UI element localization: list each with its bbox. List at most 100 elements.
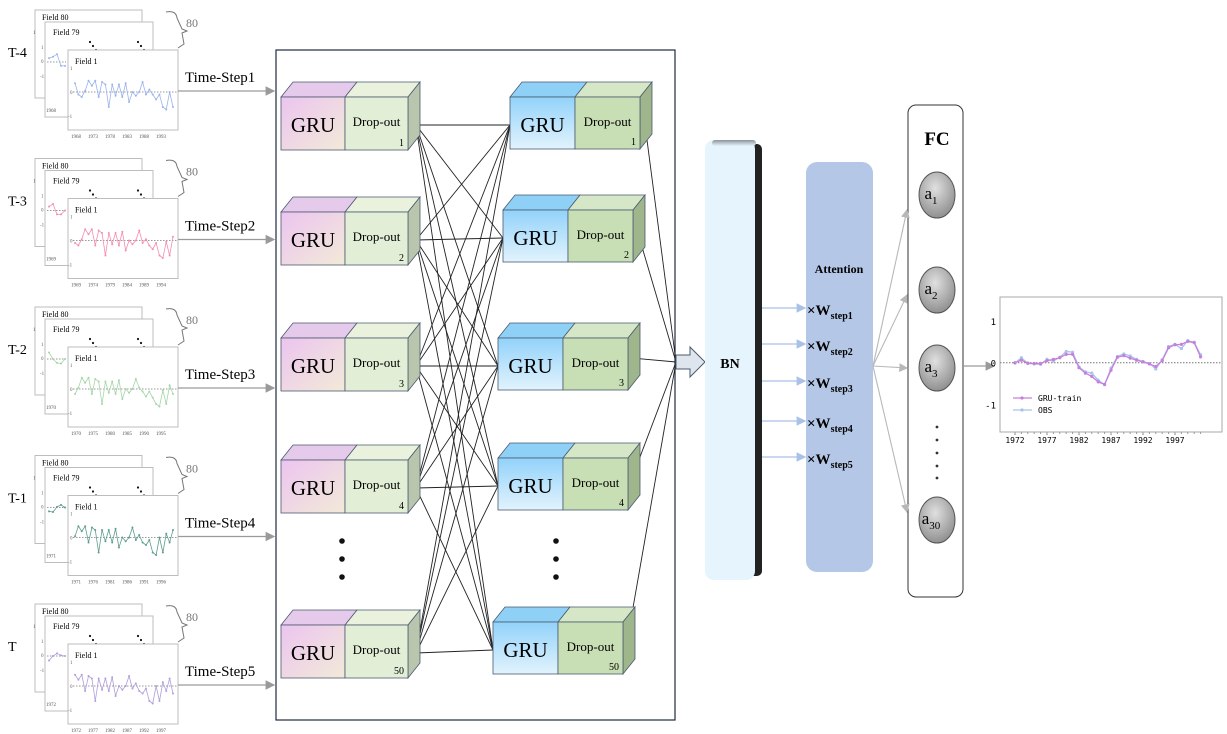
year-tick: 1997 xyxy=(156,729,167,734)
back-series-point xyxy=(64,506,66,509)
field-1-series-point xyxy=(77,386,80,389)
year-tick: 1985 xyxy=(122,432,133,437)
back-series-point xyxy=(52,55,54,58)
dropout-unit xyxy=(344,624,409,679)
time-label: T-4 xyxy=(8,46,27,61)
back-series-point xyxy=(56,53,58,56)
ellipsis-dot xyxy=(935,451,939,455)
year-tick: 1971 xyxy=(71,581,82,586)
field-1-series-point xyxy=(155,242,158,244)
back-series-point xyxy=(56,505,58,508)
series-point xyxy=(1128,356,1132,360)
gru-label: GRU xyxy=(513,226,557,250)
field-1-series-point xyxy=(101,81,104,83)
year-tick: 1974 xyxy=(88,284,99,289)
gru-unit xyxy=(280,459,346,514)
field-1-panel xyxy=(67,198,179,279)
unit-index: 4 xyxy=(399,501,404,512)
gru-connection-line xyxy=(415,649,494,654)
x-tick-label: 1992 xyxy=(1133,436,1152,445)
ellipsis-dot xyxy=(139,193,143,196)
unit-index: 3 xyxy=(619,378,624,389)
dropout-label: Drop-out xyxy=(572,355,620,370)
weight-subscript: step2 xyxy=(831,347,853,358)
year-tick: 1975 xyxy=(88,432,99,437)
y-tick: 0 xyxy=(41,506,44,511)
unit-index: 50 xyxy=(394,666,404,677)
field-1-series-point xyxy=(128,675,131,677)
y-tick: 1 xyxy=(33,31,36,36)
series-point xyxy=(1064,349,1068,354)
field-1-series-point xyxy=(87,675,90,677)
gru-label: GRU xyxy=(291,228,335,252)
year-tick: 1987 xyxy=(122,729,133,734)
year-tick: 1978 xyxy=(105,135,116,140)
y-tick: 1 xyxy=(70,661,73,666)
field-1-series-point xyxy=(101,232,104,234)
gru-unit xyxy=(502,209,569,263)
field-1-series-point xyxy=(101,403,104,405)
field-1-series-point xyxy=(141,242,144,244)
unit-index: 2 xyxy=(399,253,404,264)
field-1-series-point xyxy=(97,551,100,554)
back-series-point xyxy=(64,358,66,360)
field-1-series-point xyxy=(134,94,137,97)
time-label: T-1 xyxy=(8,492,27,507)
y-tick: 0 xyxy=(70,537,73,542)
unit-index: 4 xyxy=(619,498,624,509)
gru-unit xyxy=(492,621,559,675)
gru-connection-line xyxy=(415,124,511,241)
ellipsis-dot xyxy=(91,638,95,642)
gru-connection-line xyxy=(415,237,504,367)
time-step-label: Time-Step3 xyxy=(185,367,255,383)
year-tick: 1988 xyxy=(139,135,150,140)
field-1-series-point xyxy=(148,390,151,393)
attention-layer xyxy=(806,162,873,572)
field-1-series-point xyxy=(104,380,107,383)
field-count-label: 80 xyxy=(186,16,198,30)
field-count-label: 80 xyxy=(186,165,198,179)
ellipsis-dot xyxy=(91,490,95,493)
back-series-point xyxy=(52,511,54,514)
field-1-panel xyxy=(67,49,179,131)
field-1-series-point xyxy=(80,530,83,533)
field-1-series-point xyxy=(107,690,110,692)
field-1-series-point xyxy=(144,687,147,690)
field-1-series-point xyxy=(172,692,174,695)
field-1-series-point xyxy=(77,93,80,96)
gru-network-frame xyxy=(275,49,676,721)
year-tick: 1991 xyxy=(139,581,150,586)
field-1-series-point xyxy=(172,529,174,531)
unit-index: 50 xyxy=(609,662,619,673)
fc-node-label: a30 xyxy=(922,509,941,532)
field-count-label: 80 xyxy=(186,462,198,476)
gru-connection-line xyxy=(415,237,504,241)
field-1-series-point xyxy=(111,676,114,679)
field-1-series-point xyxy=(165,240,168,243)
year-tick: 1982 xyxy=(105,729,116,734)
field-1-series-point xyxy=(77,525,80,528)
weight-subscript: step5 xyxy=(831,460,853,471)
field-1-series-point xyxy=(101,688,104,691)
field-1-series-point xyxy=(161,681,164,684)
ellipsis-dot xyxy=(88,189,92,192)
field-79-title: Field 79 xyxy=(53,622,79,631)
back-series-point xyxy=(64,655,66,657)
ellipsis-dot xyxy=(553,574,559,580)
unit-index: 1 xyxy=(631,137,636,148)
field-1-series-point xyxy=(134,239,137,242)
ellipsis-dot xyxy=(553,556,559,562)
y-tick: 1 xyxy=(70,216,73,221)
field-1-series-point xyxy=(158,254,161,257)
field-1-series-point xyxy=(131,526,134,529)
field-1-series-point xyxy=(161,257,164,259)
field-1-series-point xyxy=(141,81,144,83)
field-1-series-line xyxy=(74,228,174,259)
field-1-series-point xyxy=(158,536,161,539)
field-1-series-point xyxy=(94,529,97,531)
gru-connection-line xyxy=(415,124,494,651)
